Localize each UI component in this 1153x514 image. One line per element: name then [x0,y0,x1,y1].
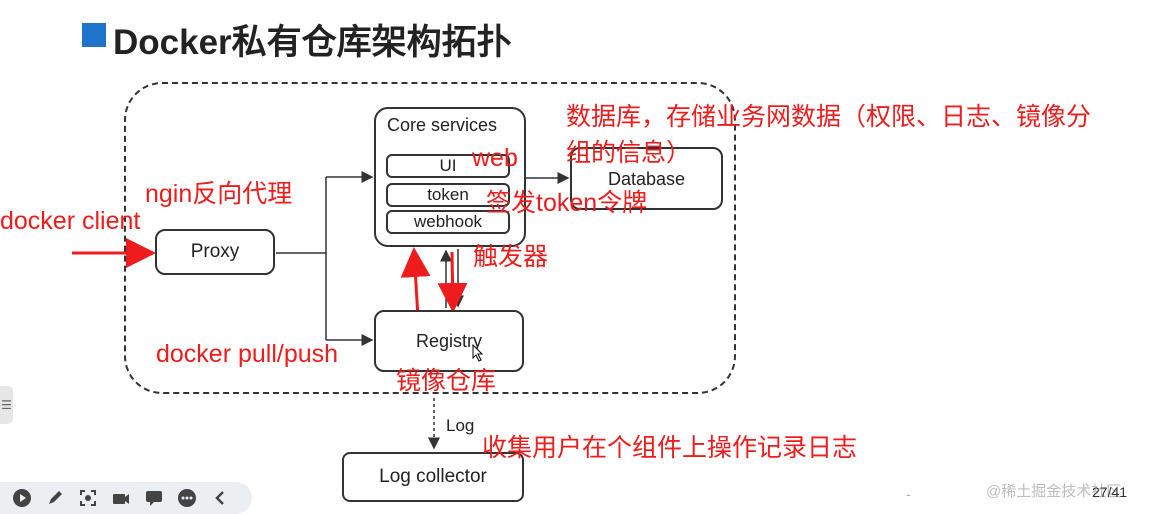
database-node: Database [570,147,723,210]
webhook-note: 触发器 [473,243,549,271]
registry-node: Registry [374,310,524,372]
proxy-node: Proxy [155,229,275,275]
presentation-toolbar [0,482,252,514]
red-down-arrow [437,251,468,313]
log-collector-node: Log collector [342,452,524,502]
footer-dash: - [906,486,911,502]
database-note-line1: 数据库，存储业务网数据（权限、日志、镜像分 [566,103,1092,131]
core-services-label: Core services [387,115,498,135]
focus-icon[interactable] [78,488,98,508]
play-icon[interactable] [12,488,32,508]
watermark: @稀土掘金技术社区 [986,483,1122,500]
log-note: 收集用户在个组件上操作记录日志 [482,434,858,462]
database-note-line2: 组的信息） [566,139,692,167]
nginx-note: ngin反向代理 [145,180,293,208]
token-component: token [386,183,510,207]
pen-icon[interactable] [45,488,65,508]
more-icon[interactable] [177,488,197,508]
log-edge-label: Log [446,416,475,435]
title-bullet [82,23,106,47]
private-registry-boundary [124,82,736,394]
docker-pull-push-note: docker pull/push [156,340,339,368]
webhook-component: webhook [386,210,510,234]
registry-note: 镜像仓库 [396,367,497,395]
page-title: Docker私有仓库架构拓扑 [113,23,512,62]
comment-icon[interactable] [144,488,164,508]
page-number: 27/41 [1092,484,1128,500]
side-panel-tab[interactable]: ☰ [0,386,13,424]
web-note: web [472,144,518,172]
docker-client-note: docker client [0,207,141,235]
chevron-left-icon[interactable] [210,488,230,508]
red-up-arrow [400,247,431,319]
ui-component: UI [386,154,510,178]
mouse-cursor-icon [472,344,484,362]
camera-icon[interactable] [111,488,131,508]
token-note: 签发token令牌 [486,189,648,217]
